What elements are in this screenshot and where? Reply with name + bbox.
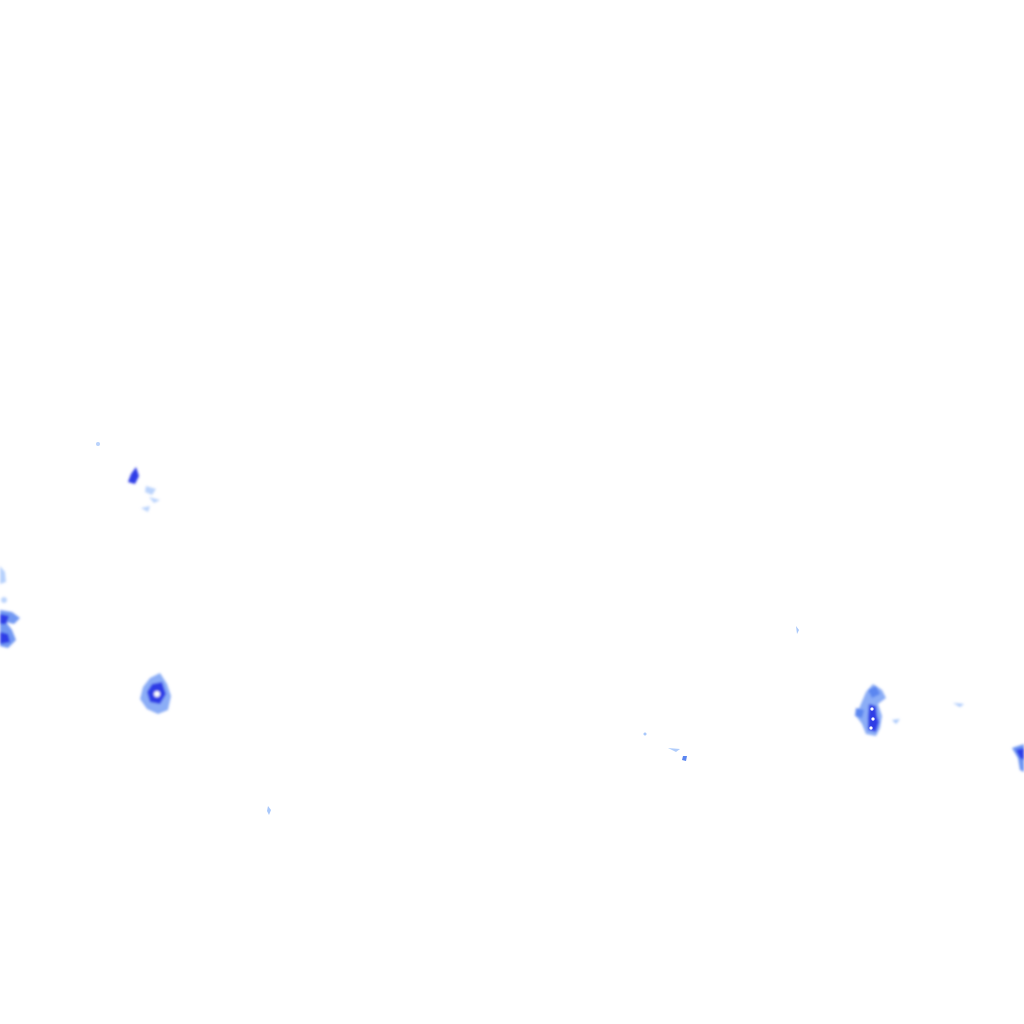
- echo-cell-northwest: [128, 467, 160, 512]
- echo-speck-upper-left: [96, 442, 100, 446]
- echo-cell-east-edge: [1012, 744, 1024, 772]
- echo-speck-south: [267, 806, 271, 815]
- echo-speck-center-east: [643, 626, 799, 761]
- echo-cell-east-cores: [869, 707, 875, 730]
- echo-cell-west-edge: [0, 566, 20, 648]
- echo-cell-southwest: [140, 673, 171, 714]
